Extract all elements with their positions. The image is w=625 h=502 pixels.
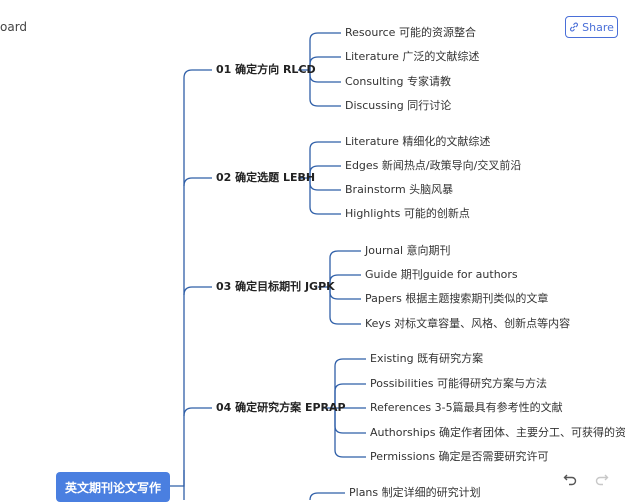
node-papers[interactable]: Papers 根据主题搜索期刊类似的文章 xyxy=(365,292,549,305)
node-references[interactable]: References 3-5篇最具有参考性的文献 xyxy=(370,401,563,414)
node-journal[interactable]: Journal 意向期刊 xyxy=(365,244,451,257)
node-permissions[interactable]: Permissions 确定是否需要研究许可 xyxy=(370,450,549,463)
undo-icon[interactable] xyxy=(562,470,578,486)
share-label: Share xyxy=(582,20,614,34)
root-node[interactable]: 英文期刊论文写作 xyxy=(56,472,170,502)
share-button[interactable]: Share xyxy=(565,16,618,38)
node-guide[interactable]: Guide 期刊guide for authors xyxy=(365,268,518,281)
node-discussing[interactable]: Discussing 同行讨论 xyxy=(345,99,452,112)
node-highlights[interactable]: Highlights 可能的创新点 xyxy=(345,207,470,220)
link-icon xyxy=(570,22,579,32)
node-brainstorm[interactable]: Brainstorm 头脑风暴 xyxy=(345,183,454,196)
node-edges[interactable]: Edges 新闻热点/政策导向/交叉前沿 xyxy=(345,159,522,172)
redo-icon[interactable] xyxy=(594,470,610,486)
node-existing[interactable]: Existing 既有研究方案 xyxy=(370,352,484,365)
board-title: oard xyxy=(0,20,28,34)
branch-topic[interactable]: 02 确定选题 LEBH xyxy=(216,171,316,184)
node-literature-broad[interactable]: Literature 广泛的文献综述 xyxy=(345,50,480,63)
node-keys[interactable]: Keys 对标文章容量、风格、创新点等内容 xyxy=(365,317,571,330)
branch-plan[interactable]: 04 确定研究方案 EPRAP xyxy=(216,401,346,414)
node-possibilities[interactable]: Possibilities 可能得研究方案与方法 xyxy=(370,377,548,390)
node-plans[interactable]: Plans 制定详细的研究计划 xyxy=(349,486,481,499)
node-resource[interactable]: Resource 可能的资源整合 xyxy=(345,26,476,39)
branch-direction[interactable]: 01 确定方向 RLCD xyxy=(216,63,316,76)
branch-journal[interactable]: 03 确定目标期刊 JGPK xyxy=(216,280,335,293)
node-literature-fine[interactable]: Literature 精细化的文献综述 xyxy=(345,135,491,148)
node-authorships[interactable]: Authorships 确定作者团体、主要分工、可获得的资助等 xyxy=(370,426,625,439)
node-consulting[interactable]: Consulting 专家请教 xyxy=(345,75,451,88)
